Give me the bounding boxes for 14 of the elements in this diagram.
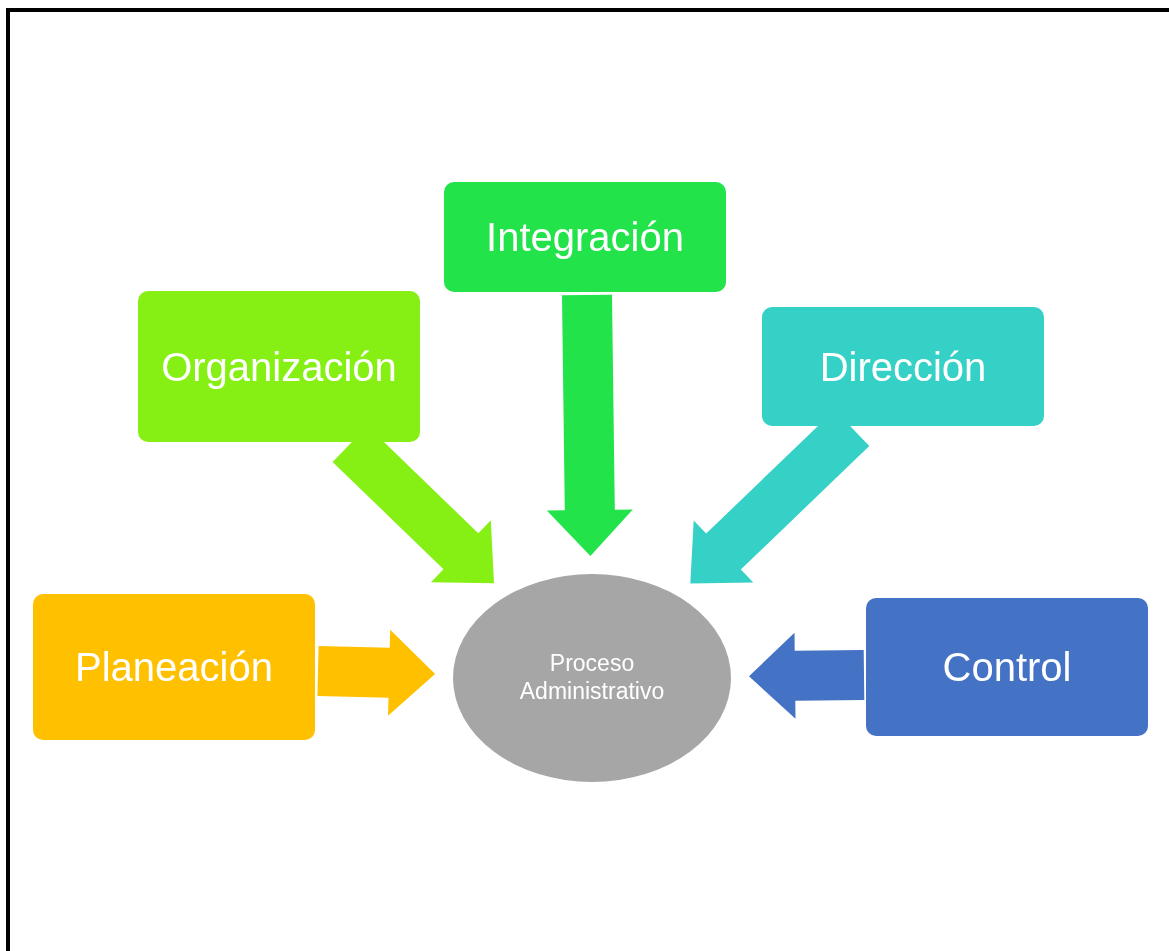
stage-box — [138, 291, 420, 442]
stage-box — [866, 598, 1148, 736]
node-label: Organización — [161, 343, 397, 391]
node-label: Control — [942, 644, 1072, 691]
node-label: Dirección — [819, 343, 987, 391]
node-label: Planeación — [75, 644, 273, 691]
node-label: Proceso Administrativo — [518, 650, 666, 706]
stage-box — [444, 182, 726, 292]
stage-box — [33, 594, 315, 740]
node-label: Integración — [486, 214, 684, 261]
block-arrow — [546, 294, 633, 556]
block-arrow — [749, 632, 865, 719]
block-arrow — [317, 629, 436, 716]
stage-box — [762, 307, 1044, 426]
